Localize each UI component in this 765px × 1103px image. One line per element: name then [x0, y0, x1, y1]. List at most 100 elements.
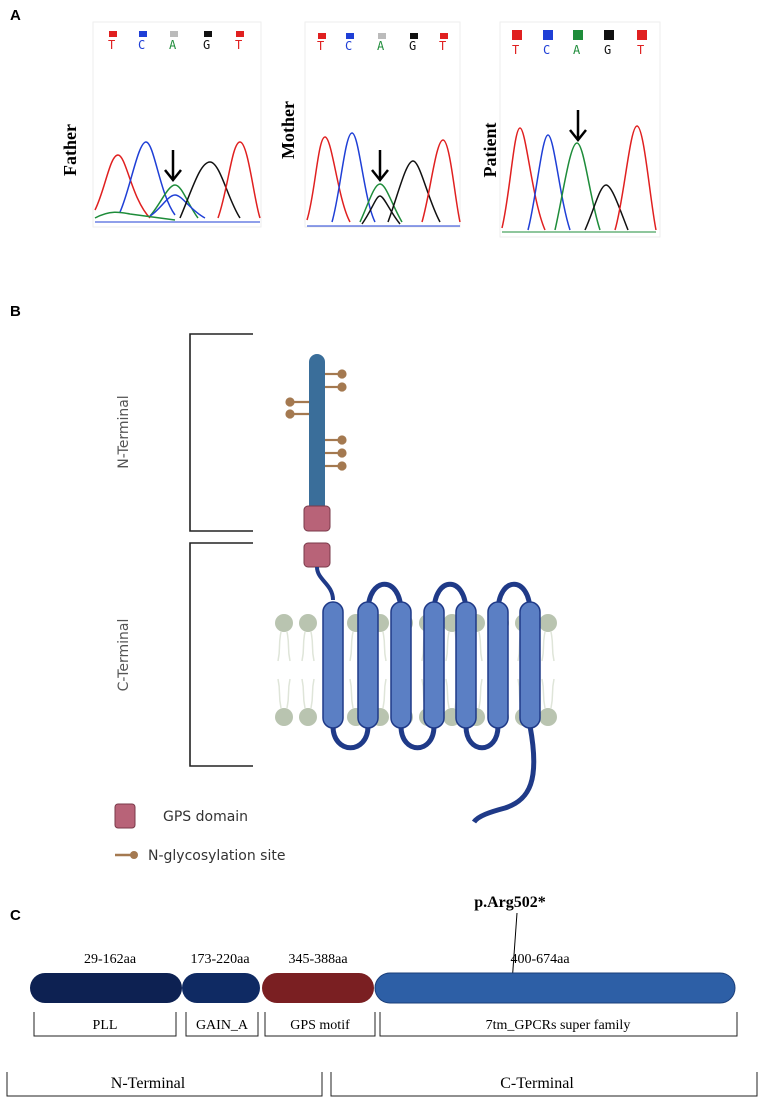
- lipid-head: [299, 614, 317, 632]
- chromatogram-label: Patient: [480, 123, 500, 178]
- lipid-tail: [286, 631, 291, 662]
- base-marker: [573, 30, 583, 40]
- arrow-icon: [371, 150, 389, 183]
- lipid-tail: [286, 678, 291, 709]
- base-marker: [604, 30, 614, 40]
- chromatogram-frame: [304, 21, 461, 228]
- glycosylation-sites: [285, 369, 347, 471]
- base-marker: [346, 33, 354, 39]
- trace-peaks: [94, 141, 261, 223]
- legend-gps-domain-label: GPS domain: [163, 809, 248, 825]
- chromatogram-father: T C A G T Father: [60, 21, 262, 228]
- gps-domain-upper: [303, 505, 331, 532]
- base-call: G: [604, 43, 611, 57]
- lipid-tail: [310, 631, 315, 662]
- lipid-tail: [445, 631, 450, 662]
- lipid-tail: [301, 631, 306, 662]
- base-marker: [512, 30, 522, 40]
- lipid-tail: [478, 631, 483, 662]
- region-c-terminal: C-Terminal: [500, 1075, 574, 1092]
- base-marker: [236, 31, 244, 37]
- n-terminal-bracket: [189, 333, 253, 532]
- lipid-tail: [445, 678, 450, 709]
- domain-brackets: [33, 1012, 738, 1037]
- region-n-terminal: N-Terminal: [111, 1075, 186, 1092]
- lipid-tail: [277, 631, 282, 662]
- arrow-icon: [164, 150, 182, 183]
- base-call: T: [637, 43, 644, 57]
- c-terminal-bracket: [189, 542, 253, 767]
- domain-range-7tm: 400-674aa: [510, 952, 570, 967]
- lipid-tail: [478, 678, 483, 709]
- region-brackets: [6, 1072, 758, 1097]
- domain-name-gps: GPS motif: [290, 1018, 350, 1033]
- base-call: G: [203, 38, 210, 52]
- n-terminal-extracellular-domain: [309, 354, 325, 514]
- legend-n-glycosylation-label: N-glycosylation site: [148, 848, 285, 864]
- domain-bar-gain: [182, 973, 260, 1003]
- base-call: T: [235, 38, 242, 52]
- base-marker: [378, 33, 386, 39]
- chromatogram-mother: T C A G T Mother: [278, 21, 461, 228]
- base-call: C: [138, 38, 145, 52]
- gps-domain-lower: [303, 542, 331, 568]
- lipid-layer-outer: [275, 614, 557, 662]
- base-marker: [139, 31, 147, 37]
- base-call: T: [439, 39, 446, 53]
- trace-peaks: [501, 125, 657, 233]
- lipid-tail: [277, 678, 282, 709]
- lipid-tail: [349, 678, 354, 709]
- gps-domain-icon: [114, 803, 136, 829]
- chromatogram-label: Father: [60, 124, 80, 176]
- domain-bar-7tm: [374, 972, 736, 1004]
- lipid-tail: [382, 678, 387, 709]
- base-marker: [637, 30, 647, 40]
- base-call-row: T C A G T: [512, 30, 647, 57]
- base-call: T: [512, 43, 519, 57]
- base-marker: [109, 31, 117, 37]
- chromatogram-label: Mother: [278, 101, 298, 159]
- base-call: G: [409, 39, 416, 53]
- lipid-head: [539, 708, 557, 726]
- c-terminal-label: C-Terminal: [116, 619, 132, 692]
- panel-b-label: B: [10, 303, 21, 320]
- domain-range-pll: 29-162aa: [84, 952, 137, 967]
- domain-name-gain: GAIN_A: [196, 1018, 249, 1033]
- chromatogram-frame: [92, 21, 262, 228]
- base-marker: [440, 33, 448, 39]
- chromatogram-frame: [499, 21, 661, 238]
- base-call: A: [169, 38, 177, 52]
- base-marker: [543, 30, 553, 40]
- domain-bar-pll: [30, 973, 182, 1003]
- lipid-tail: [550, 678, 555, 709]
- lipid-tail: [541, 631, 546, 662]
- base-call-row: T C A G T: [108, 31, 244, 52]
- panel-a-label: A: [10, 7, 21, 24]
- base-marker: [170, 31, 178, 37]
- domain-name-7tm: 7tm_GPCRs super family: [486, 1018, 631, 1033]
- chromatogram-patient: T C A G T Patient: [480, 21, 661, 238]
- legend: GPS domain N-glycosylation site: [114, 803, 285, 864]
- lipid-tail: [550, 631, 555, 662]
- lipid-head: [275, 614, 293, 632]
- base-call: A: [573, 43, 581, 57]
- mutation-pointer: [511, 912, 518, 984]
- lipid-tail: [349, 631, 354, 662]
- lipid-layer-inner: [275, 678, 557, 726]
- base-call: T: [317, 39, 324, 53]
- base-call: T: [108, 38, 115, 52]
- lipid-head: [539, 614, 557, 632]
- base-marker: [204, 31, 212, 37]
- domain-range-gps: 345-388aa: [288, 952, 348, 967]
- mutation-label: p.Arg502*: [474, 894, 546, 911]
- domain-bar-gps-motif: [262, 973, 374, 1003]
- lipid-tail: [310, 678, 315, 709]
- base-call-row: T C A G T: [317, 33, 448, 53]
- trace-peaks: [306, 132, 461, 227]
- domain-range-gain: 173-220aa: [190, 952, 250, 967]
- domain-name-pll: PLL: [93, 1018, 118, 1033]
- lipid-head: [275, 708, 293, 726]
- lipid-tail: [382, 631, 387, 662]
- panel-c-label: C: [10, 907, 21, 924]
